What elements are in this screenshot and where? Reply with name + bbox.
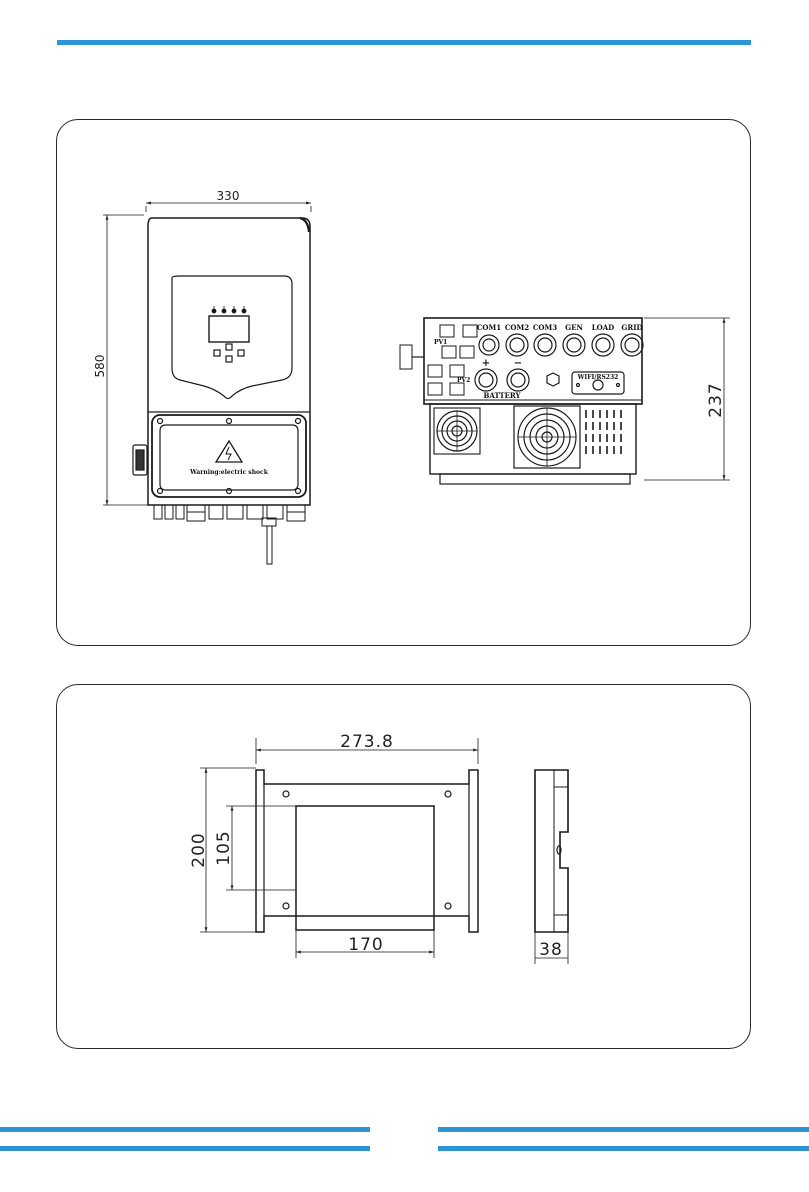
wifi-label: WIFI/RS232	[577, 374, 619, 381]
port-label-load: LOAD	[592, 323, 615, 332]
bracket-height-label: 200	[189, 832, 209, 867]
port-label-grid: GRID	[621, 323, 642, 332]
front-width-label: 330	[217, 189, 240, 203]
port-label-com2: COM2	[505, 323, 529, 332]
bracket-inner-width-label: 170	[348, 935, 383, 955]
battery-minus-label: −	[514, 358, 522, 369]
bracket-front-drawing	[200, 738, 478, 958]
port-labels: COM1 COM2 COM3 GEN LOAD GRID PV1 PV2 BAT…	[434, 323, 643, 400]
front-view-drawing	[103, 203, 311, 564]
bottom-height-label: 237	[706, 382, 726, 417]
pv1-label: PV1	[434, 339, 447, 346]
bracket-width-label: 273.8	[340, 732, 394, 752]
bracket-inner-height-label: 105	[214, 830, 234, 865]
battery-label: BATTERY	[483, 391, 521, 400]
port-label-gen: GEN	[565, 323, 583, 332]
warning-text: Warning:electric shock	[189, 469, 269, 476]
bracket-side-drawing	[535, 770, 568, 964]
front-height-label: 580	[93, 355, 107, 378]
battery-plus-label: +	[482, 358, 490, 369]
port-label-com1: COM1	[477, 323, 501, 332]
bottom-view-drawing	[400, 318, 730, 484]
bracket-depth-label: 38	[539, 940, 563, 960]
port-label-com3: COM3	[533, 323, 557, 332]
pv2-label: PV2	[457, 377, 470, 384]
